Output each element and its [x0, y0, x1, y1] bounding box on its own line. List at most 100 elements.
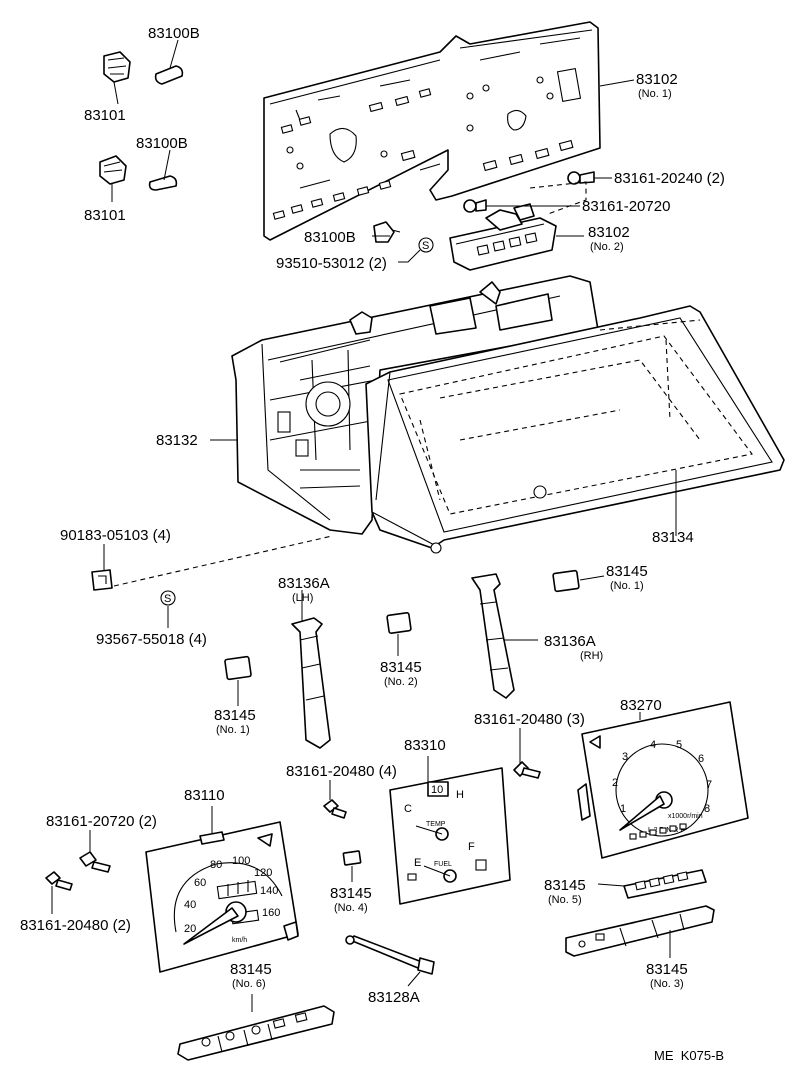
label-83102-no2-sub: (No. 2) — [590, 241, 624, 253]
lens-83145-no2 — [386, 612, 412, 634]
plate-83136a-lh — [291, 617, 331, 749]
label-83145-no6-sub: (No. 6) — [232, 978, 266, 990]
fuel-e-mark: E — [414, 857, 421, 869]
label-83102-no1: 83102 — [636, 71, 678, 88]
label-93510-53012: 93510-53012 (2) — [276, 255, 387, 272]
label-83145-no1-left: 83145 — [214, 707, 256, 724]
bulb-socket-83101-upper — [103, 51, 131, 83]
tach-tick-1: 1 — [620, 803, 626, 815]
label-83161-20240: 83161-20240 (2) — [614, 170, 725, 187]
label-83145-no1-left-sub: (No. 1) — [216, 724, 250, 736]
label-83145-no1-right: 83145 — [606, 563, 648, 580]
label-83102-no2: 83102 — [588, 224, 630, 241]
tach-tick-5: 5 — [676, 739, 682, 751]
indicator-lens-83145-no3 — [565, 905, 715, 957]
label-83145-no6: 83145 — [230, 961, 272, 978]
label-83270: 83270 — [620, 697, 662, 714]
label-83128a: 83128A — [368, 989, 420, 1006]
speed-unit: km/h — [232, 937, 247, 944]
label-83100b-3: 83100B — [304, 229, 356, 246]
speed-tick-140: 140 — [260, 885, 278, 897]
indicator-lens-83145-no6 — [177, 1005, 335, 1061]
label-83134: 83134 — [652, 529, 694, 546]
fuel-f-mark: F — [468, 841, 475, 853]
temp-label: TEMP — [426, 821, 446, 828]
label-83161-20480-2: 83161-20480 (2) — [20, 917, 131, 934]
label-83161-20480-3: 83161-20480 (3) — [474, 711, 585, 728]
label-90183-05103: 90183-05103 (4) — [60, 527, 171, 544]
lens-83145-no4 — [342, 850, 362, 866]
label-83145-no3-sub: (No. 3) — [650, 978, 684, 990]
speedometer-83110: 20 40 60 80 100 120 140 160 km/h — [145, 821, 299, 973]
leader-lines — [51, 39, 677, 1012]
label-83102-no1-sub: (No. 1) — [638, 88, 672, 100]
speedometer-cable-83128a — [345, 935, 435, 975]
tach-tick-3: 3 — [622, 751, 628, 763]
label-83101-1: 83101 — [84, 107, 126, 124]
screw-93510-53012: S — [418, 237, 434, 253]
combination-gauge-83310: 10 C H TEMP E F FUEL — [389, 767, 511, 905]
tach-unit: x1000r/min — [668, 813, 703, 820]
speed-tick-160: 160 — [262, 907, 280, 919]
label-83136a-lh-sub: (LH) — [292, 592, 313, 604]
lens-83145-no1-right — [552, 569, 580, 593]
tach-tick-4: 4 — [650, 739, 656, 751]
screw-83161-20240 — [567, 171, 595, 185]
speed-tick-20: 20 — [184, 923, 196, 935]
label-83145-no5-sub: (No. 5) — [548, 894, 582, 906]
label-83110: 83110 — [184, 787, 225, 804]
label-83136a-rh: 83136A — [544, 633, 596, 650]
gauge-top-mark: 10 — [431, 784, 443, 796]
lens-83145-no1-left — [224, 655, 252, 681]
label-83145-no3: 83145 — [646, 961, 688, 978]
svg-text:S: S — [422, 240, 429, 252]
indicator-lens-83145-no5 — [623, 869, 707, 899]
screw-83161-20720-2 — [79, 851, 111, 873]
bulb-83100b-upper — [154, 65, 184, 85]
tach-tick-2: 2 — [612, 777, 618, 789]
label-83161-20720-2: 83161-20720 (2) — [46, 813, 157, 830]
plate-83136a-rh — [471, 573, 515, 699]
printed-circuit-83102-no2 — [449, 203, 557, 271]
label-83310: 83310 — [404, 737, 446, 754]
bulb-socket-83101-lower — [99, 155, 127, 185]
screw-83161-20480-4 — [323, 799, 347, 819]
label-83136a-rh-sub: (RH) — [580, 650, 603, 662]
label-83161-20720-upper: 83161-20720 — [582, 198, 670, 215]
speed-tick-80: 80 — [210, 859, 222, 871]
tach-gears: L 2 D N R P — [648, 827, 685, 834]
screw-93567-55018: S — [160, 590, 176, 606]
label-83161-20480-4: 83161-20480 (4) — [286, 763, 397, 780]
label-93567-55018: 93567-55018 (4) — [96, 631, 207, 648]
speed-tick-100: 100 — [232, 855, 250, 867]
label-83145-no5: 83145 — [544, 877, 586, 894]
tach-tick-7: 7 — [706, 779, 712, 791]
label-83136a-lh: 83136A — [278, 575, 330, 592]
label-83145-no4-sub: (No. 4) — [334, 902, 368, 914]
label-83132: 83132 — [156, 432, 198, 449]
speed-tick-120: 120 — [254, 867, 272, 879]
screw-83161-20720-upper — [463, 199, 487, 213]
printed-circuit-83102-no1 — [263, 21, 601, 241]
screw-83161-20480-3 — [513, 761, 541, 779]
meter-case-83132 — [231, 275, 599, 535]
label-83101-2: 83101 — [84, 207, 126, 224]
speed-tick-60: 60 — [194, 877, 206, 889]
label-83100b-2: 83100B — [136, 135, 188, 152]
meter-hood-83134 — [365, 305, 785, 554]
label-83145-no2: 83145 — [380, 659, 422, 676]
clip-90183-05103 — [91, 569, 113, 591]
label-83145-no1-right-sub: (No. 1) — [610, 580, 644, 592]
callout-labels: 83100B 83101 83100B 83101 83102 (No. 1) … — [20, 25, 725, 1006]
temp-c-mark: C — [404, 803, 412, 815]
label-83145-no4: 83145 — [330, 885, 372, 902]
bulb-83100b-socket — [373, 221, 401, 243]
fuel-label: FUEL — [434, 861, 452, 868]
temp-h-mark: H — [456, 789, 464, 801]
label-83145-no2-sub: (No. 2) — [384, 676, 418, 688]
diagram-code: ME K075-B — [654, 1048, 724, 1063]
label-83100b-1: 83100B — [148, 25, 200, 42]
speed-tick-40: 40 — [184, 899, 196, 911]
tach-tick-8: 8 — [704, 803, 710, 815]
